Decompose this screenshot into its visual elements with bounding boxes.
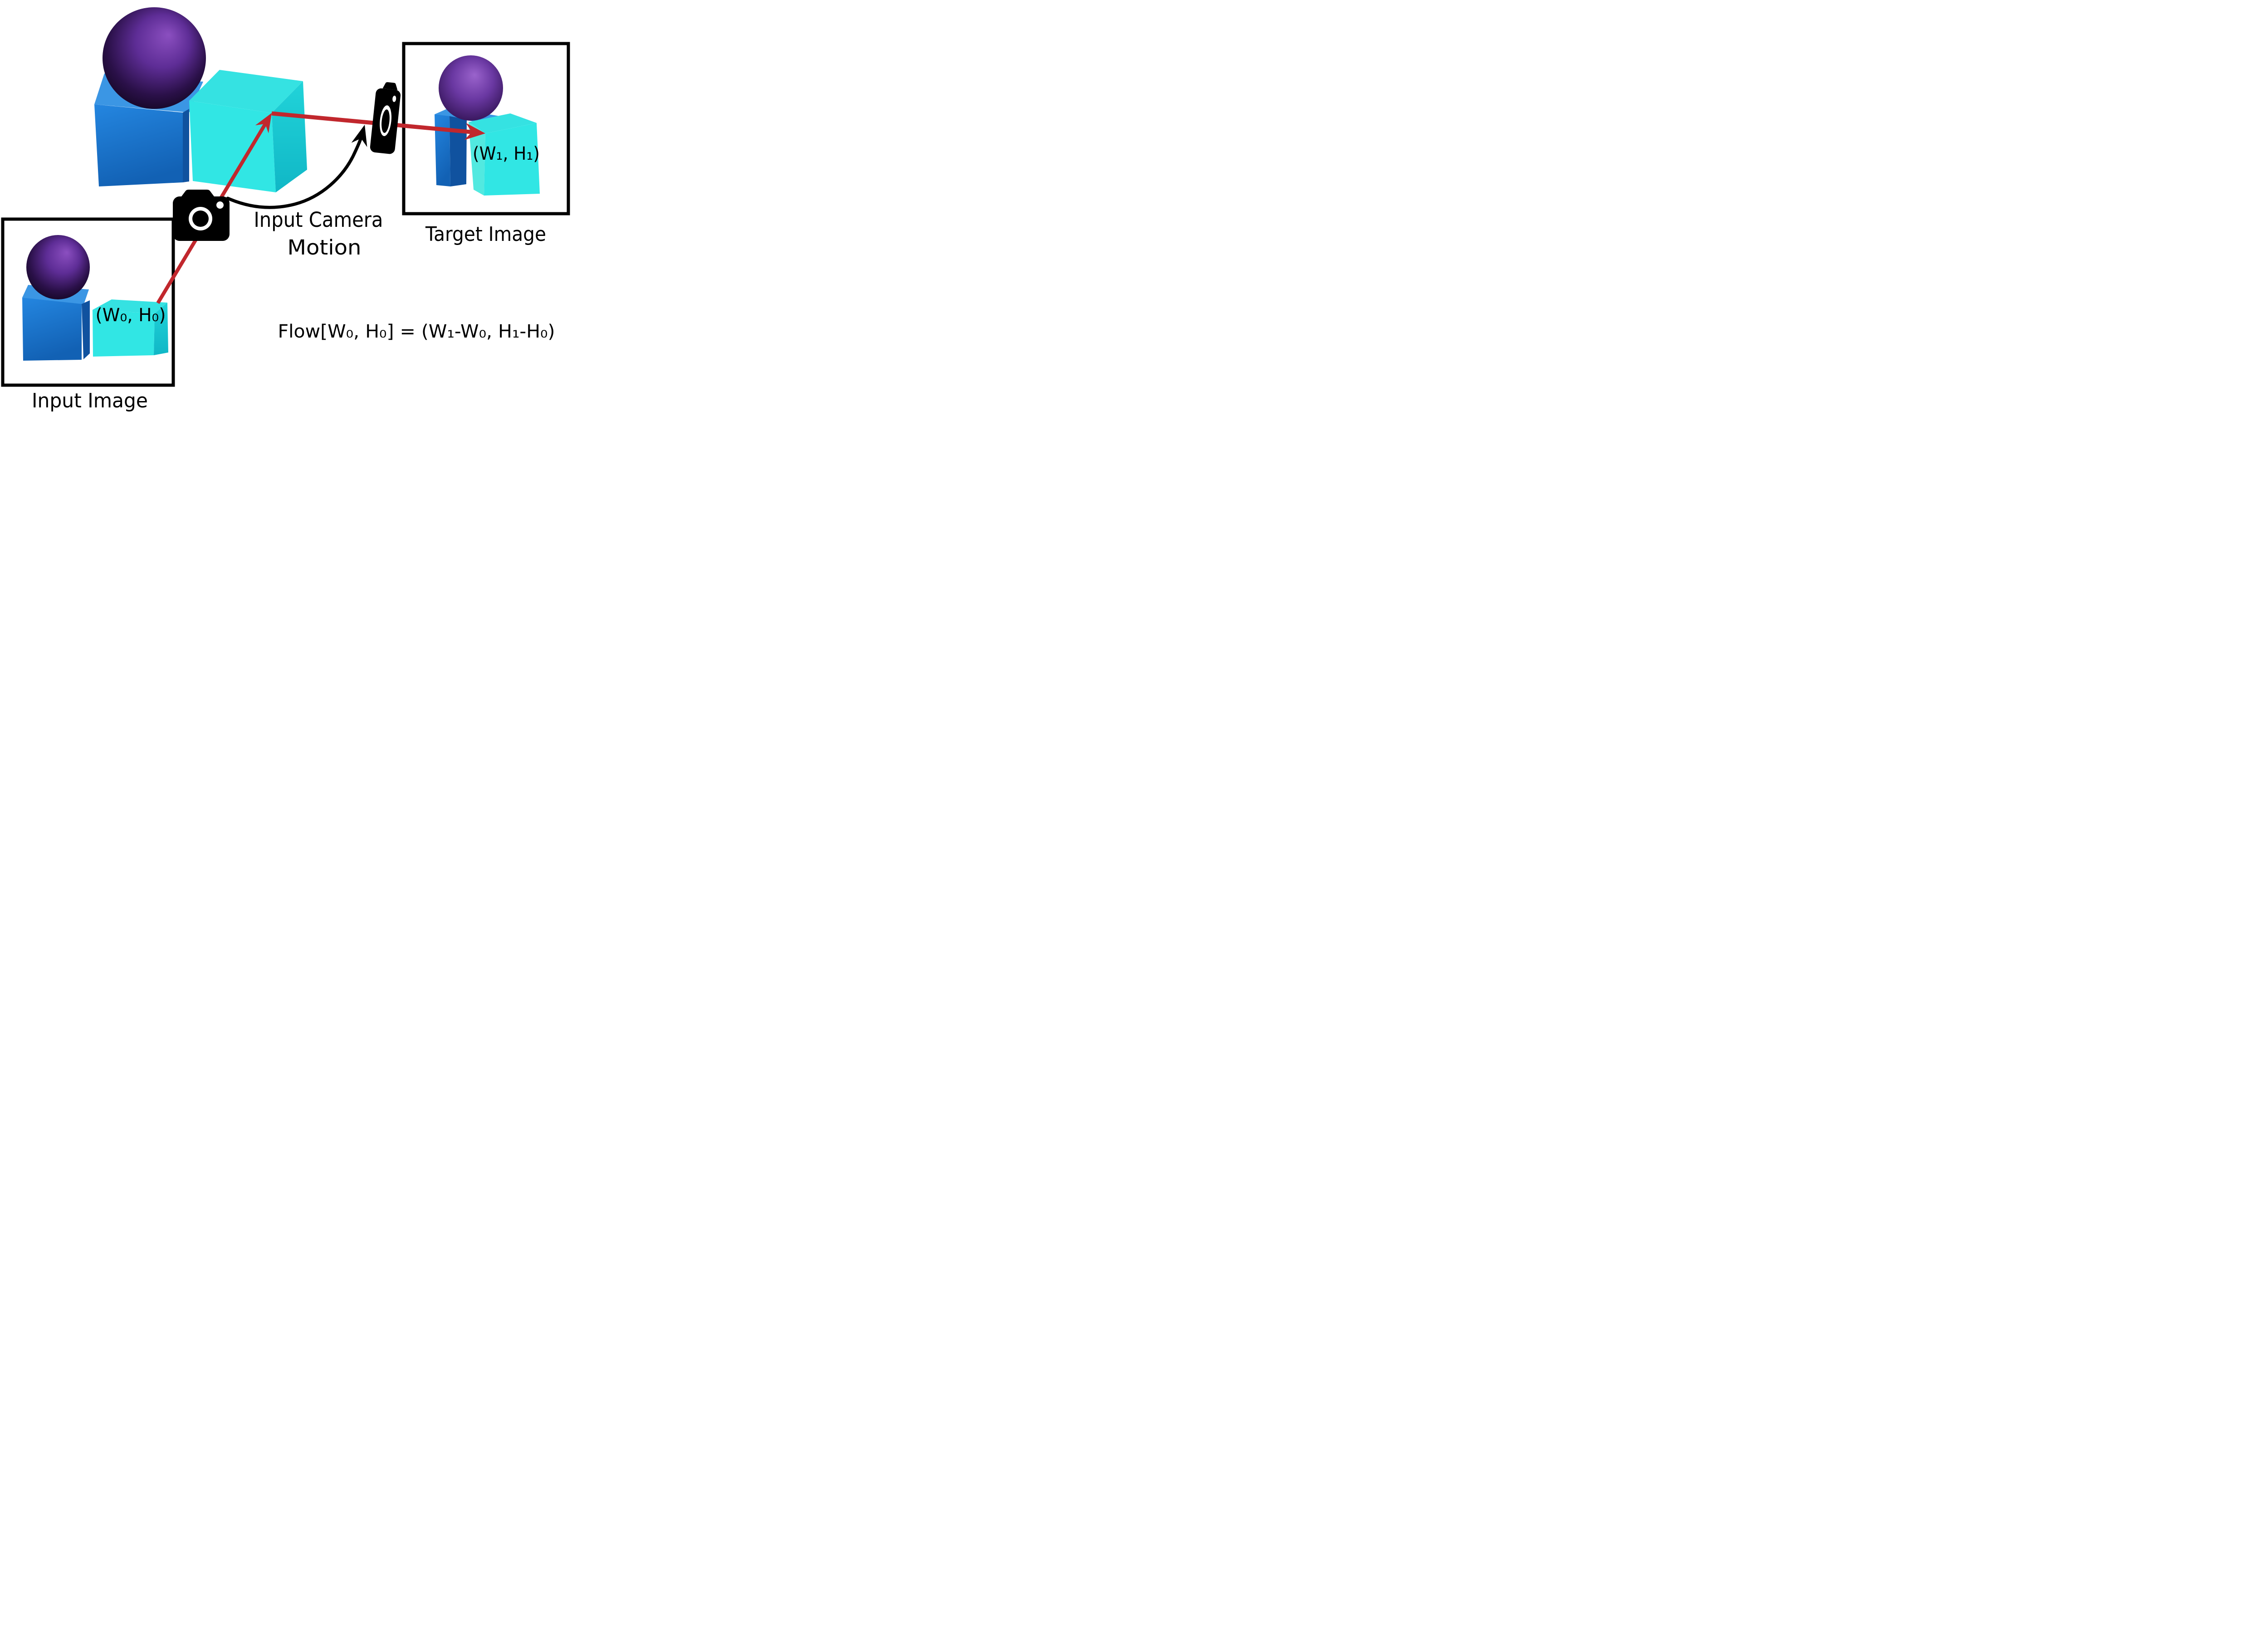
input-image-caption: Input Image bbox=[32, 389, 148, 412]
cyan-cube-top-face bbox=[189, 70, 303, 113]
flow-formula: Flow[W₀, H₀] = (W₁-W₀, H₁-H₀) bbox=[278, 321, 555, 342]
cyan-cube-side-face bbox=[272, 81, 307, 192]
target-cyan-cube-top-face bbox=[469, 113, 537, 133]
flow-diagram-figure: (W₀, H₀) (W₁, H₁) Input Image Target Ima… bbox=[0, 0, 572, 412]
input-cyan-cube-top-face bbox=[93, 299, 167, 313]
labels: (W₀, H₀) (W₁, H₁) Input Image Target Ima… bbox=[32, 143, 555, 412]
camera-motion-arc bbox=[226, 128, 365, 209]
target-blue-cube-side-face bbox=[450, 116, 467, 186]
input-blue-cube-front-face bbox=[22, 298, 82, 361]
target-cyan-cube-left-face bbox=[469, 122, 485, 196]
red-arrowhead-input-ray bbox=[255, 113, 272, 133]
target-image-caption: Target Image bbox=[425, 223, 546, 246]
purple-sphere bbox=[103, 7, 206, 109]
flow-diagram-canvas: (W₀, H₀) (W₁, H₁) Input Image Target Ima… bbox=[0, 0, 572, 412]
camera-motion-arrowhead bbox=[351, 125, 367, 147]
red-arrowhead-target-ray bbox=[464, 122, 485, 140]
input-image-panel bbox=[1, 217, 175, 387]
camera-flash-dot bbox=[216, 201, 224, 209]
cyan-cube-front-face bbox=[189, 101, 276, 192]
camera-motion-label-line2: Motion bbox=[288, 235, 362, 259]
camera-motion-label-line1: Input Camera bbox=[254, 208, 383, 232]
camera-lens bbox=[192, 211, 209, 227]
target-blue-cube-front-face bbox=[435, 114, 450, 186]
blue-cube-side-face bbox=[183, 109, 189, 182]
blue-cube-front-face bbox=[94, 104, 183, 186]
camera-icon bbox=[181, 190, 214, 196]
input-camera-icon bbox=[173, 190, 230, 241]
camera-flash-dot bbox=[392, 95, 396, 102]
target-purple-sphere bbox=[439, 55, 503, 121]
target-point-label: (W₁, H₁) bbox=[473, 143, 540, 164]
target-cyan-cube-front-face bbox=[484, 123, 540, 196]
input-cyan-cube-side-face bbox=[154, 303, 168, 355]
main-scene bbox=[94, 7, 307, 192]
camera-lens bbox=[381, 109, 390, 133]
camera-icon bbox=[382, 82, 398, 90]
input-purple-sphere bbox=[26, 235, 90, 299]
target-camera-icon bbox=[370, 82, 401, 154]
input-blue-cube-side-face bbox=[82, 300, 90, 359]
input-cyan-cube-front-face bbox=[93, 310, 155, 357]
input-point-label: (W₀, H₀) bbox=[96, 305, 166, 326]
